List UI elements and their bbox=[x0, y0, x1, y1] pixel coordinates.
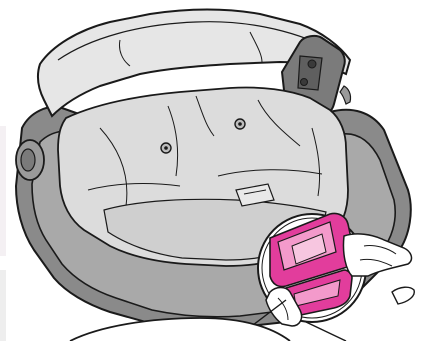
latch-icon bbox=[340, 86, 351, 104]
left-edge-shade bbox=[0, 126, 6, 256]
left-edge-shade-lower bbox=[0, 270, 6, 341]
left-knob bbox=[16, 140, 44, 180]
